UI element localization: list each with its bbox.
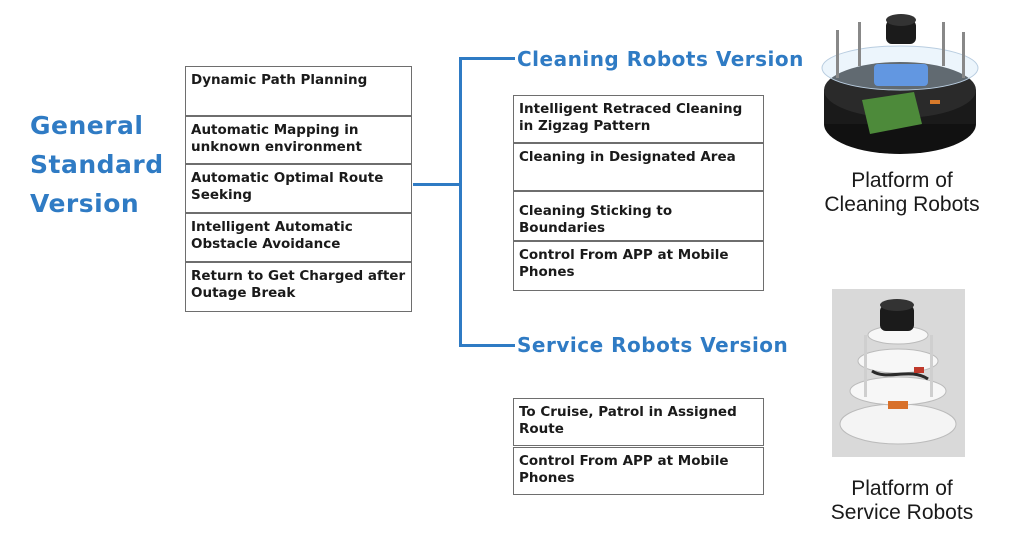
service-version-title: Service Robots Version	[517, 333, 789, 357]
general-version-title: General Standard Version	[30, 106, 180, 223]
feature-box: Return to Get Charged after Outage Break	[185, 262, 412, 312]
cleaning-robot-photo	[812, 12, 988, 162]
feature-box: Intelligent Retraced Cleaning in Zigzag …	[513, 95, 764, 143]
feature-box: Cleaning in Designated Area	[513, 143, 764, 191]
caption-line: Platform of	[851, 477, 953, 500]
feature-box: Cleaning Sticking to Boundaries	[513, 191, 764, 241]
feature-box: Dynamic Path Planning	[185, 66, 412, 116]
feature-box: Control From APP at Mobile Phones	[513, 447, 764, 495]
cleaning-version-title: Cleaning Robots Version	[517, 47, 804, 71]
connector-vertical	[459, 58, 462, 346]
caption-line: Service Robots	[830, 501, 974, 524]
general-title-line: Version	[30, 189, 140, 218]
connector-to-cleaning	[459, 57, 515, 60]
connector-horizontal	[413, 183, 461, 186]
connector-to-service	[459, 344, 515, 347]
service-robot-photo	[832, 289, 965, 457]
feature-box: Automatic Mapping in unknown environment	[185, 116, 412, 164]
feature-box: Automatic Optimal Route Seeking	[185, 164, 412, 213]
general-title-line: General	[30, 111, 144, 140]
cleaning-platform-caption: Platform of Cleaning Robots	[804, 169, 1000, 217]
general-title-line: Standard	[30, 150, 164, 179]
feature-box: To Cruise, Patrol in Assigned Route	[513, 398, 764, 446]
feature-box: Intelligent Automatic Obstacle Avoidance	[185, 213, 412, 262]
caption-line: Cleaning Robots	[824, 193, 980, 216]
service-platform-caption: Platform of Service Robots	[806, 477, 998, 525]
feature-box: Control From APP at Mobile Phones	[513, 241, 764, 291]
caption-line: Platform of	[851, 169, 953, 192]
